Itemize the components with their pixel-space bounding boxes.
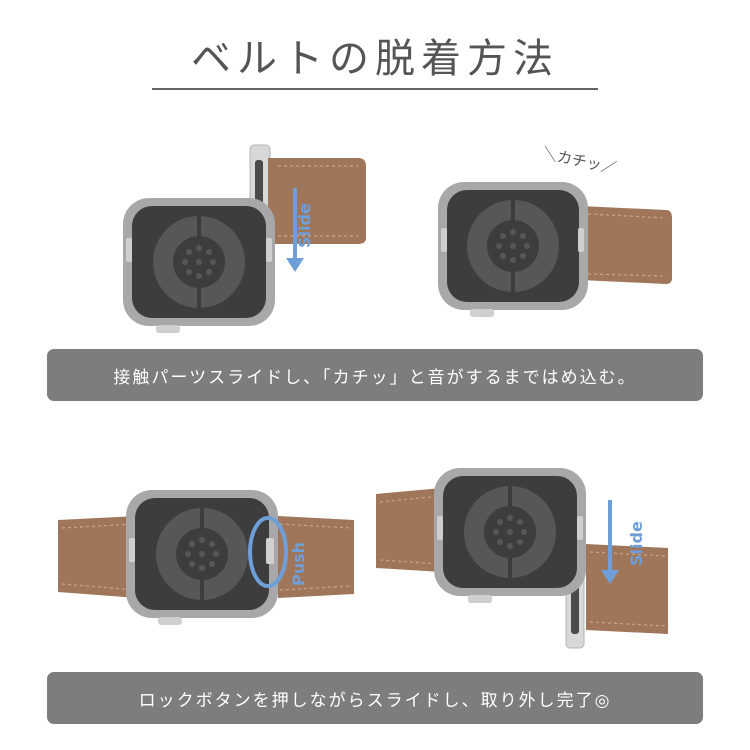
slide-label-step1: Slide <box>295 203 314 248</box>
watch-figure-attached: ＼カチッ／ <box>430 130 690 330</box>
watch-band-right <box>586 544 668 634</box>
watch-figure-push: Push <box>58 480 358 640</box>
watch-figure-slide-out: Slide <box>376 464 676 654</box>
click-sound-label: ＼カチッ／ <box>541 144 618 177</box>
watch-band-left <box>58 516 138 598</box>
watch-band <box>268 158 366 244</box>
watch-figure-slide-in: Slide <box>118 140 378 340</box>
push-highlight-ring <box>248 516 288 588</box>
slide-label-step2: Slide <box>627 521 646 566</box>
title-underline <box>152 88 598 90</box>
watch-band <box>580 206 672 284</box>
page-title: ベルトの脱着方法 <box>191 36 559 82</box>
watch-band-right <box>278 516 354 598</box>
watch-band-left <box>376 488 442 572</box>
lock-button <box>266 538 274 564</box>
push-label: Push <box>289 542 308 586</box>
caption-step2: ロックボタンを押しながらスライドし、取り外し完了◎ <box>47 672 703 724</box>
caption-step1: 接触パーツスライドし、「カチッ」と音がするまではめ込む。 <box>47 349 703 401</box>
